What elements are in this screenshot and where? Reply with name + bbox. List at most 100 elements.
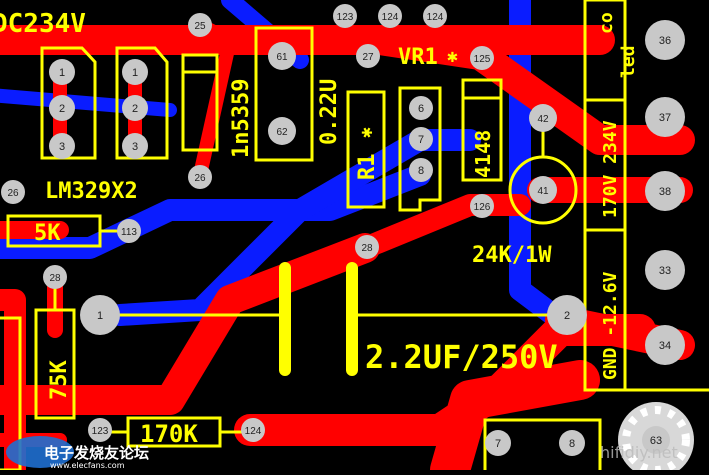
pad-36: 36 [645,20,685,60]
diode-1n5359-outline [181,53,219,152]
label-170v-234v: 170V 234V [600,120,621,218]
red-trace-28-diag [354,194,531,259]
pad-1-cap: 1 [80,295,120,335]
svg-text:113: 113 [121,227,137,238]
pad-124-top-a: 124 [378,4,402,28]
pad-123-top: 123 [333,4,357,28]
label-75k: 75K [47,360,72,400]
watermark-site: www.elecfans.com [50,461,125,470]
pad-ic1-1: 1 [49,59,75,85]
svg-text:34: 34 [659,340,671,352]
svg-text:126: 126 [474,202,491,213]
svg-text:37: 37 [659,112,671,124]
blue-trace-main [109,129,481,326]
svg-text:123: 123 [92,426,109,437]
pad-ic2-3: 3 [122,133,148,159]
label-gnd-12-6v: GND -12.6V [600,271,621,380]
label-1n5359: 1n5359 [229,79,254,158]
pad-ic2-1: 1 [122,59,148,85]
svg-text:124: 124 [245,426,262,437]
label-24k-1w: 24K/1W [472,243,552,268]
bottom-part-outline [483,418,602,475]
pad-124-top-b: 124 [423,4,447,28]
svg-text:27: 27 [362,52,374,63]
watermark-logo-text: 电子发烧友论坛 [44,444,149,462]
svg-text:7: 7 [418,134,424,146]
label-022u: 0.22U [317,79,342,145]
pad-ic1-2: 2 [49,95,75,121]
svg-text:25: 25 [194,21,206,32]
pad-123-bottom: 123 [88,418,112,442]
pads: 123 124 124 25 27 125 1 2 3 1 2 3 26 61 … [1,4,685,456]
pad-126: 126 [470,194,494,218]
mounting-hole-63: 63 [618,402,694,475]
label-led: led [618,45,639,78]
svg-text:6: 6 [418,103,424,115]
pad-42: 42 [529,104,557,132]
pad-7: 7 [409,127,433,151]
silkscreen-text: DC234V LM329X2 1n5359 0.22U VR1 ✱ R1 ✱ 4… [0,9,639,448]
svg-text:38: 38 [659,186,671,198]
label-lm329: LM329X2 [45,179,138,204]
pad-ic1-3: 3 [49,133,75,159]
label-170k: 170K [140,420,198,448]
label-2-2uf: 2.2UF/250V [365,338,558,376]
pad-7-bottom: 7 [485,430,511,456]
watermark-logo: 电子发烧友论坛 www.elecfans.com [6,436,149,470]
cap-022u-outline [254,26,314,162]
pad-62: 62 [268,117,296,145]
vr1-marker: ✱ [447,46,458,67]
svg-text:41: 41 [537,186,549,197]
svg-text:28: 28 [49,273,61,284]
svg-text:2: 2 [564,310,570,322]
svg-text:62: 62 [276,127,288,138]
svg-text:1: 1 [59,67,65,79]
svg-text:124: 124 [427,12,444,23]
pad-26-left: 26 [1,180,25,204]
svg-text:2: 2 [59,103,65,115]
svg-text:63: 63 [650,435,662,447]
ic-outline-right [115,46,169,160]
red-trace-upper-right [365,25,695,155]
pad-41: 41 [529,176,557,204]
label-dc234v: DC234V [0,9,86,39]
label-co: co [596,12,617,34]
red-trace-lower-left [0,289,26,475]
red-trace-bottom-wide [430,360,600,475]
vr1-outline [398,86,442,212]
svg-text:1: 1 [97,310,103,322]
cap22-plates [279,262,358,376]
svg-text:33: 33 [659,265,671,277]
pad-6: 6 [409,96,433,120]
svg-text:42: 42 [537,114,549,125]
label-r1: R1 [355,154,380,181]
ic-outline-left [40,46,97,160]
r1-outline [346,90,386,209]
svg-text:26: 26 [7,188,19,199]
blue-trace-diagonal [0,164,431,259]
svg-text:8: 8 [418,165,424,177]
label-vr1: VR1 [398,45,438,70]
svg-text:26: 26 [194,173,206,184]
pad-28-center: 28 [355,235,379,259]
pad-26-mid: 26 [188,165,212,189]
connector-outline [583,0,627,392]
svg-text:2: 2 [132,103,138,115]
pad-8: 8 [409,158,433,182]
pad-8-bottom: 8 [559,430,585,456]
pad-125: 125 [470,46,494,70]
svg-text:3: 3 [132,141,138,153]
pad-28-left: 28 [43,265,67,289]
pad-37: 37 [645,97,685,137]
svg-text:3: 3 [59,141,65,153]
label-4148: 4148 [471,130,495,178]
pad-113: 113 [117,219,141,243]
svg-text:123: 123 [337,12,354,23]
svg-text:7: 7 [495,438,501,450]
label-5k: 5K [34,221,61,246]
svg-text:36: 36 [659,35,671,47]
pad-124-bottom: 124 [241,418,265,442]
